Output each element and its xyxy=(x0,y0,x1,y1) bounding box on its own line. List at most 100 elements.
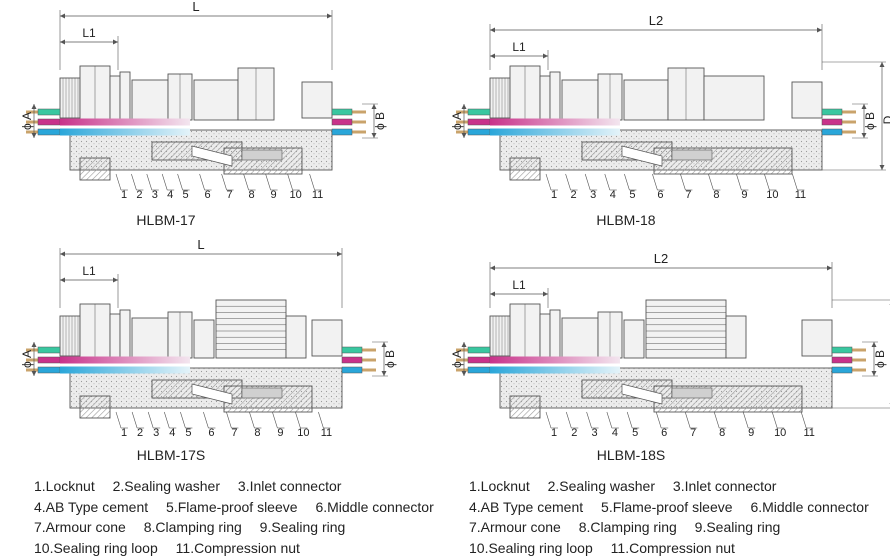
part-number-callout: 6 xyxy=(657,189,663,201)
part-number-callout: 4 xyxy=(169,427,175,439)
part-number-callout: 9 xyxy=(271,189,277,201)
part-number-callout: 1 xyxy=(551,189,557,201)
part-number-callout: 5 xyxy=(183,189,189,201)
legend-row: 10.Sealing ring loop 11.Compression nut xyxy=(469,538,883,558)
l1-dimension-label: L1 xyxy=(82,264,96,278)
part-number-callout: 1 xyxy=(121,189,127,201)
model-label: HLBM-17 xyxy=(136,212,195,228)
l1-dimension-label: L1 xyxy=(512,278,526,292)
length-dimension-label: L2 xyxy=(649,13,663,28)
l1-dimension-label: L1 xyxy=(512,40,526,54)
diameter-b-label: ϕ B xyxy=(373,112,387,130)
part-number-callout: 1 xyxy=(551,427,557,439)
legend-item: 1.Locknut xyxy=(34,478,95,494)
legend-item: 2.Sealing washer xyxy=(112,478,221,494)
part-number-callout: 11 xyxy=(312,189,323,201)
part-number-callout: 3 xyxy=(153,427,159,439)
diameter-d-label: D xyxy=(881,115,890,124)
length-dimension-label: L xyxy=(192,0,199,14)
length-dimension-label: L xyxy=(197,237,204,252)
part-number-callout: 6 xyxy=(661,427,667,439)
part-number-callout: 11 xyxy=(803,427,814,439)
part-number-callout: 6 xyxy=(208,427,214,439)
part-number-callout: 5 xyxy=(632,427,638,439)
part-number-callout: 10 xyxy=(289,189,301,201)
legend-item: 8.Clamping ring xyxy=(143,519,242,535)
legend-row: 7.Armour cone 8.Clamping ring 9.Sealing … xyxy=(469,517,883,538)
legend-item: 2.Sealing washer xyxy=(547,478,656,494)
legend-row: 1.Locknut 2.Sealing washer 3.Inlet conne… xyxy=(34,476,448,497)
part-number-callout: 7 xyxy=(231,427,237,439)
part-number-callout: 9 xyxy=(277,427,283,439)
part-number-callout: 8 xyxy=(254,427,260,439)
length-dimension-label: L2 xyxy=(654,251,668,266)
part-number-callout: 3 xyxy=(592,427,598,439)
legend-item: 1.Locknut xyxy=(469,478,530,494)
legend-row: 1.Locknut 2.Sealing washer 3.Inlet conne… xyxy=(469,476,883,497)
part-number-callout: 9 xyxy=(748,427,754,439)
legend-item: 6.Middle connector xyxy=(750,498,869,515)
part-number-callout: 2 xyxy=(571,427,577,439)
diameter-a-label: ϕ A xyxy=(450,350,464,368)
legend-item: 4.AB Type cement xyxy=(469,498,584,515)
part-number-callout: 2 xyxy=(571,189,577,201)
part-number-callout: 5 xyxy=(629,189,635,201)
legend-item: 10.Sealing ring loop xyxy=(469,539,593,556)
legend-item: 7.Armour cone xyxy=(469,519,561,535)
l1-dimension-label: L1 xyxy=(82,26,96,40)
part-number-callout: 11 xyxy=(795,189,806,201)
part-number-callout: 3 xyxy=(590,189,596,201)
part-number-callout: 7 xyxy=(685,189,691,201)
diameter-b-label: ϕ B xyxy=(863,112,877,130)
parts-legend-right: 1.Locknut 2.Sealing washer 3.Inlet conne… xyxy=(469,476,883,558)
part-number-callout: 4 xyxy=(610,189,616,201)
part-number-callout: 5 xyxy=(185,427,191,439)
part-number-callout: 10 xyxy=(297,427,309,439)
part-number-callout: 4 xyxy=(167,189,173,201)
legend-item: 11.Compression nut xyxy=(610,539,735,556)
legend-row: 4.AB Type cement 5.Flame-proof sleeve 6.… xyxy=(469,497,883,518)
legend-row: 10.Sealing ring loop 11.Compression nut xyxy=(34,538,448,558)
part-number-callout: 7 xyxy=(690,427,696,439)
diameter-b-label: ϕ B xyxy=(873,350,887,368)
legend-item: 3.Inlet connector xyxy=(237,478,342,494)
legend-item: 4.AB Type cement xyxy=(34,498,149,515)
part-number-callout: 11 xyxy=(321,427,332,439)
model-label: HLBM-17S xyxy=(137,447,205,463)
legend-item: 9.Sealing ring xyxy=(259,519,346,535)
diameter-a-label: ϕ A xyxy=(450,112,464,130)
part-number-callout: 7 xyxy=(227,189,233,201)
legend-item: 5.Flame-proof sleeve xyxy=(166,498,298,515)
part-number-callout: 10 xyxy=(766,189,778,201)
part-number-callout: 8 xyxy=(719,427,725,439)
legend-item: 7.Armour cone xyxy=(34,519,126,535)
model-label: HLBM-18S xyxy=(597,447,665,463)
part-number-callout: 9 xyxy=(741,189,747,201)
legend-row: 7.Armour cone 8.Clamping ring 9.Sealing … xyxy=(34,517,448,538)
part-number-callout: 2 xyxy=(136,189,142,201)
diameter-a-label: ϕ A xyxy=(20,112,34,130)
legend-item: 3.Inlet connector xyxy=(672,478,777,494)
part-number-callout: 8 xyxy=(249,189,255,201)
diameter-a-label: ϕ A xyxy=(20,350,34,368)
part-number-callout: 1 xyxy=(121,427,127,439)
part-number-callout: 10 xyxy=(774,427,786,439)
model-label: HLBM-18 xyxy=(596,212,655,228)
part-number-callout: 2 xyxy=(137,427,143,439)
part-number-callout: 3 xyxy=(152,189,158,201)
diameter-b-label: ϕ B xyxy=(383,350,397,368)
legend-item: 9.Sealing ring xyxy=(694,519,781,535)
parts-legend-left: 1.Locknut 2.Sealing washer 3.Inlet conne… xyxy=(34,476,448,558)
legend-row: 4.AB Type cement 5.Flame-proof sleeve 6.… xyxy=(34,497,448,518)
part-number-callout: 4 xyxy=(612,427,618,439)
legend-item: 11.Compression nut xyxy=(175,539,300,556)
legend-item: 8.Clamping ring xyxy=(578,519,677,535)
part-number-callout: 8 xyxy=(713,189,719,201)
part-number-callout: 6 xyxy=(205,189,211,201)
legend-item: 6.Middle connector xyxy=(315,498,434,515)
legend-item: 10.Sealing ring loop xyxy=(34,539,158,556)
